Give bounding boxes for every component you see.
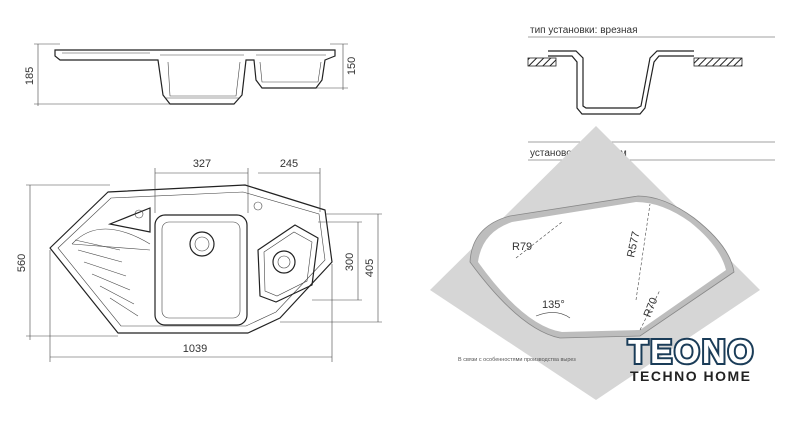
dim-height-bowl: 150 (346, 57, 358, 75)
dim-bowl-depth: 300 (344, 253, 356, 271)
brand-name: TEONO (628, 333, 755, 370)
dim-height-total: 185 (24, 67, 36, 85)
dim-overall-width: 1039 (183, 343, 207, 355)
radius-r577: R577 (625, 230, 642, 258)
side-view: 185 150 (24, 43, 358, 106)
angle-135: 135° (542, 299, 565, 311)
production-note: В связи с особенностями производства выр… (458, 357, 576, 363)
dim-overall-depth: 560 (16, 254, 28, 272)
install-type-section: тип установки: врезная (527, 25, 775, 143)
brand-tagline: TECHNO HOME (630, 368, 752, 384)
dim-side-depth: 405 (364, 259, 376, 277)
brand-logo: TEONO TECHNO HOME (626, 331, 755, 384)
dim-width-main-bowl: 327 (193, 158, 211, 170)
dim-width-small-bowl: 245 (280, 158, 298, 170)
cutout-section: установочный проем R79 R577 R70 135° В с… (430, 126, 775, 400)
install-type-label: тип установки: врезная (530, 25, 638, 36)
radius-r79: R79 (512, 241, 532, 253)
drainer-ribs (71, 228, 151, 317)
top-view: 327 245 560 300 405 1039 (16, 158, 382, 362)
mounting-profile (527, 50, 743, 115)
